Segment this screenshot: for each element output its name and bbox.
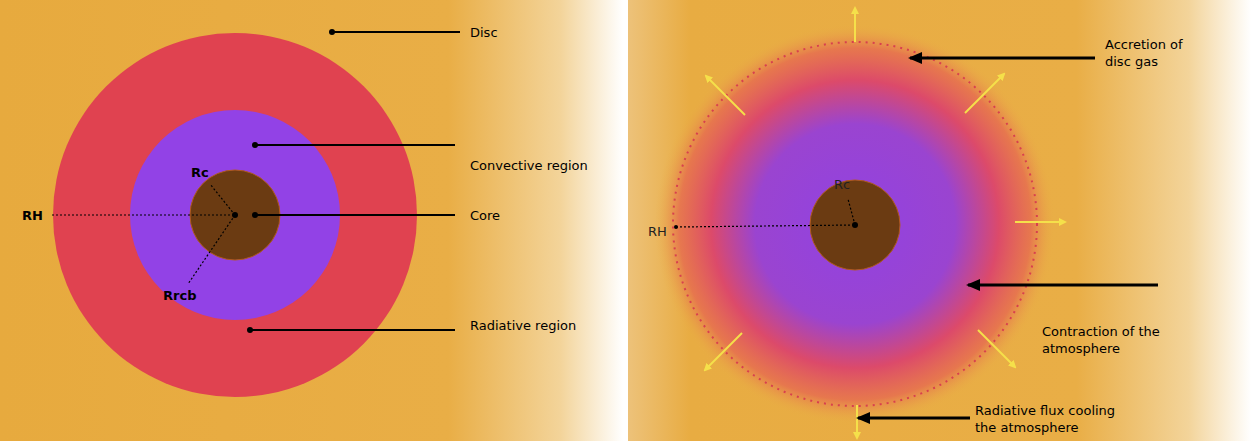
disc-background bbox=[628, 0, 1251, 441]
region-label: Convective region bbox=[470, 157, 588, 174]
rh-radius bbox=[676, 225, 855, 227]
radiative-flux-arrows bbox=[705, 8, 1065, 438]
rrcb-radius bbox=[188, 215, 235, 284]
region-label: Radiative region bbox=[470, 317, 576, 334]
rh-radius bbox=[52, 214, 235, 215]
radius-label: Rc bbox=[834, 176, 850, 193]
leader-line bbox=[250, 329, 455, 331]
leader-line bbox=[255, 144, 455, 146]
atmosphere bbox=[655, 24, 1055, 424]
core bbox=[810, 180, 900, 270]
region-label: Disc bbox=[470, 24, 498, 41]
leader-line bbox=[255, 214, 455, 216]
process-label: Accretion of disc gas bbox=[1105, 36, 1205, 70]
hill-sphere bbox=[673, 42, 1037, 406]
process-label: Radiative flux cooling the atmosphere bbox=[975, 402, 1140, 436]
disc-background bbox=[0, 0, 623, 441]
callout-arrow bbox=[910, 57, 1095, 60]
callout-arrow bbox=[858, 417, 970, 420]
radius-label: Rrcb bbox=[163, 287, 196, 304]
leader-line bbox=[332, 31, 460, 33]
radius-label: RH bbox=[22, 207, 43, 224]
rc-radius bbox=[848, 199, 855, 225]
process-label: Contraction of the atmosphere bbox=[1042, 323, 1172, 357]
callout-arrow bbox=[968, 284, 1158, 287]
rc-radius bbox=[210, 184, 235, 215]
radius-label: Rc bbox=[191, 164, 209, 181]
region-label: Core bbox=[470, 207, 500, 224]
radius-label: RH bbox=[648, 223, 667, 240]
